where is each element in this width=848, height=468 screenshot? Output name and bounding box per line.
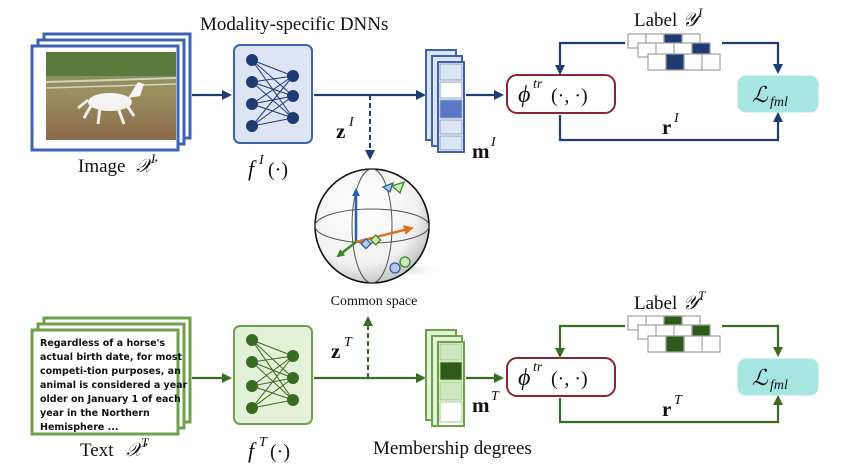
r-image-arrow	[558, 112, 783, 142]
loss-image-symbol: ℒ	[752, 82, 769, 107]
image-label: Image	[78, 156, 125, 177]
loss-text-symbol: ℒ	[752, 365, 769, 390]
r-text-label: r	[662, 397, 671, 421]
paragraph-line: animal is considered a year	[40, 380, 188, 391]
phi-text-box	[506, 357, 616, 397]
image-stack	[30, 32, 192, 152]
arrow-label-to-phi-text	[555, 324, 625, 358]
paragraph-line: competi-tion purposes, an	[40, 366, 181, 377]
arrow-label-to-loss-text	[722, 324, 783, 357]
r-text-arrow	[558, 395, 783, 424]
point-diamond-blue	[360, 237, 372, 250]
text-dnn	[233, 325, 313, 425]
f-image-sup: I	[258, 153, 265, 168]
text-symbol-sup: T	[141, 435, 149, 450]
label-text-text: Label	[634, 293, 677, 314]
sphere	[314, 168, 430, 284]
m-image-sup: I	[490, 135, 497, 150]
z-image-sup: I	[348, 115, 355, 130]
phi-image-box	[506, 74, 616, 114]
phi-image-arg: (·, ·)	[551, 85, 588, 107]
loss-text-sub: fml	[770, 378, 788, 393]
point-circle-blue	[389, 262, 401, 274]
f-image-arg: (·)	[268, 159, 288, 181]
paragraph-line: actual birth date, for most	[40, 352, 183, 363]
phi-text-arg: (·, ·)	[551, 368, 588, 390]
image-membership-vector	[425, 49, 465, 153]
common-space-label: Common space	[331, 294, 418, 309]
text-label-grid	[627, 315, 721, 353]
membership-degrees-label: Membership degrees	[373, 438, 532, 459]
arrow-label-to-phi-image	[555, 41, 625, 75]
phi-text-symbol: ϕ	[518, 365, 530, 391]
text-membership-vector	[425, 329, 465, 427]
image-branch: Image 𝒳 I Modality-specific DNNs f I (·)	[30, 5, 819, 181]
text-paragraph: Regardless of a horse's actual birth dat…	[40, 338, 188, 433]
label-image-sup: I	[697, 5, 703, 20]
f-text-label: f	[248, 438, 257, 463]
paragraph-line: older on January 1 of each	[40, 394, 181, 405]
arrow-label-to-loss-image	[722, 41, 783, 74]
common-space: Common space	[314, 168, 448, 309]
m-text-sup: T	[491, 389, 500, 404]
text-stack	[30, 316, 192, 436]
paragraph-line: Regardless of a horse's	[40, 338, 165, 349]
point-diamond-green	[369, 234, 382, 246]
axis-green	[336, 241, 357, 258]
phi-text-sup: tr	[533, 360, 543, 375]
r-image-label: r	[662, 115, 671, 139]
phi-image-symbol: ϕ	[518, 82, 530, 108]
loss-image-sub: fml	[770, 95, 788, 110]
f-text-sup: T	[259, 435, 268, 450]
z-text-sup: T	[344, 335, 353, 350]
point-triangle-green	[390, 180, 406, 195]
image-dnn	[233, 44, 313, 144]
point-circle-green	[399, 256, 411, 268]
m-text-label: m	[472, 393, 490, 417]
image-label-grid	[627, 33, 721, 71]
f-image-label: f	[248, 156, 257, 181]
label-image-text: Label	[634, 10, 677, 31]
f-text-arg: (·)	[270, 441, 290, 463]
horse-photo	[45, 52, 177, 140]
z-text-label: z	[331, 339, 340, 363]
z-image-label: z	[336, 119, 345, 143]
text-label: Text	[80, 440, 114, 461]
image-symbol-sup: I	[150, 151, 156, 166]
paragraph-line: Hemisphere ...	[40, 422, 118, 433]
dnn-title: Modality-specific DNNs	[200, 14, 388, 35]
r-image-sup: I	[673, 111, 680, 126]
paragraph-line: year in the Northern	[40, 408, 150, 419]
phi-image-sup: tr	[533, 77, 543, 92]
r-text-sup: T	[674, 393, 683, 408]
point-triangle-blue	[381, 181, 395, 194]
label-text-sup: T	[698, 288, 706, 303]
m-image-label: m	[472, 139, 490, 163]
text-branch: Regardless of a horse's actual birth dat…	[30, 288, 819, 463]
